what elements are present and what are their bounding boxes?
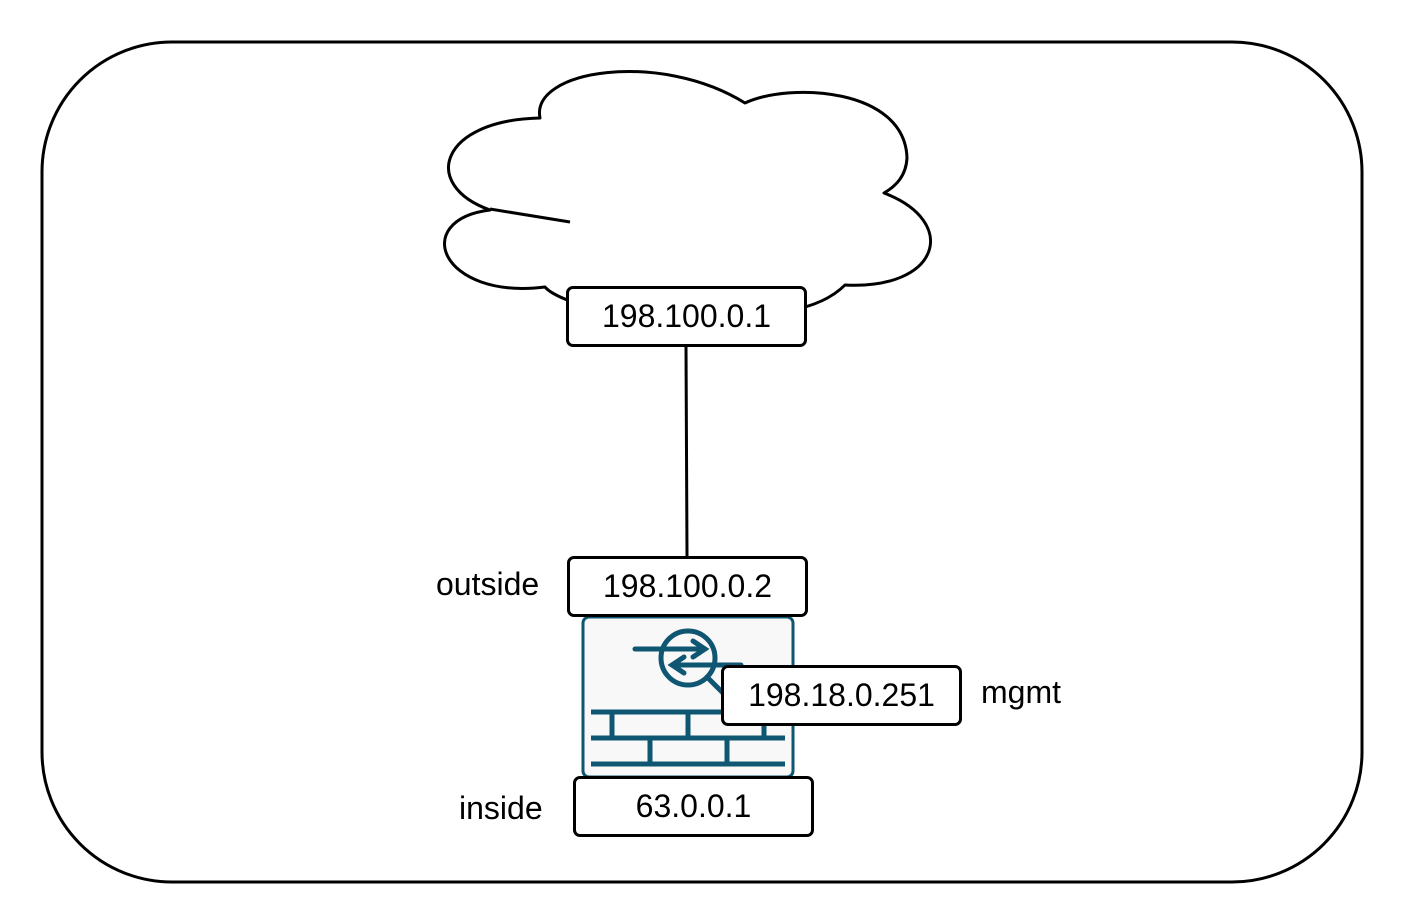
mgmt-label: mgmt: [981, 674, 1061, 710]
internet-cloud-icon: [443, 70, 932, 319]
network-boundary: [40, 40, 1364, 884]
inside-address-box: 63.0.0.1: [573, 776, 814, 837]
cloud-address-box: 198.100.0.1: [566, 286, 807, 347]
uplink-connection: [684, 345, 689, 557]
mgmt-address: 198.18.0.251: [748, 677, 935, 713]
cloud-address: 198.100.0.1: [601, 298, 772, 334]
mgmt-address-box: 198.18.0.251: [721, 665, 962, 726]
inside-label: inside: [459, 790, 543, 826]
outside-address: 198.100.0.2: [602, 568, 773, 604]
outside-label: outside: [436, 566, 540, 602]
outside-address-box: 198.100.0.2: [567, 556, 808, 617]
firewall-icon: [581, 615, 795, 779]
inside-address: 63.0.0.1: [635, 788, 752, 824]
